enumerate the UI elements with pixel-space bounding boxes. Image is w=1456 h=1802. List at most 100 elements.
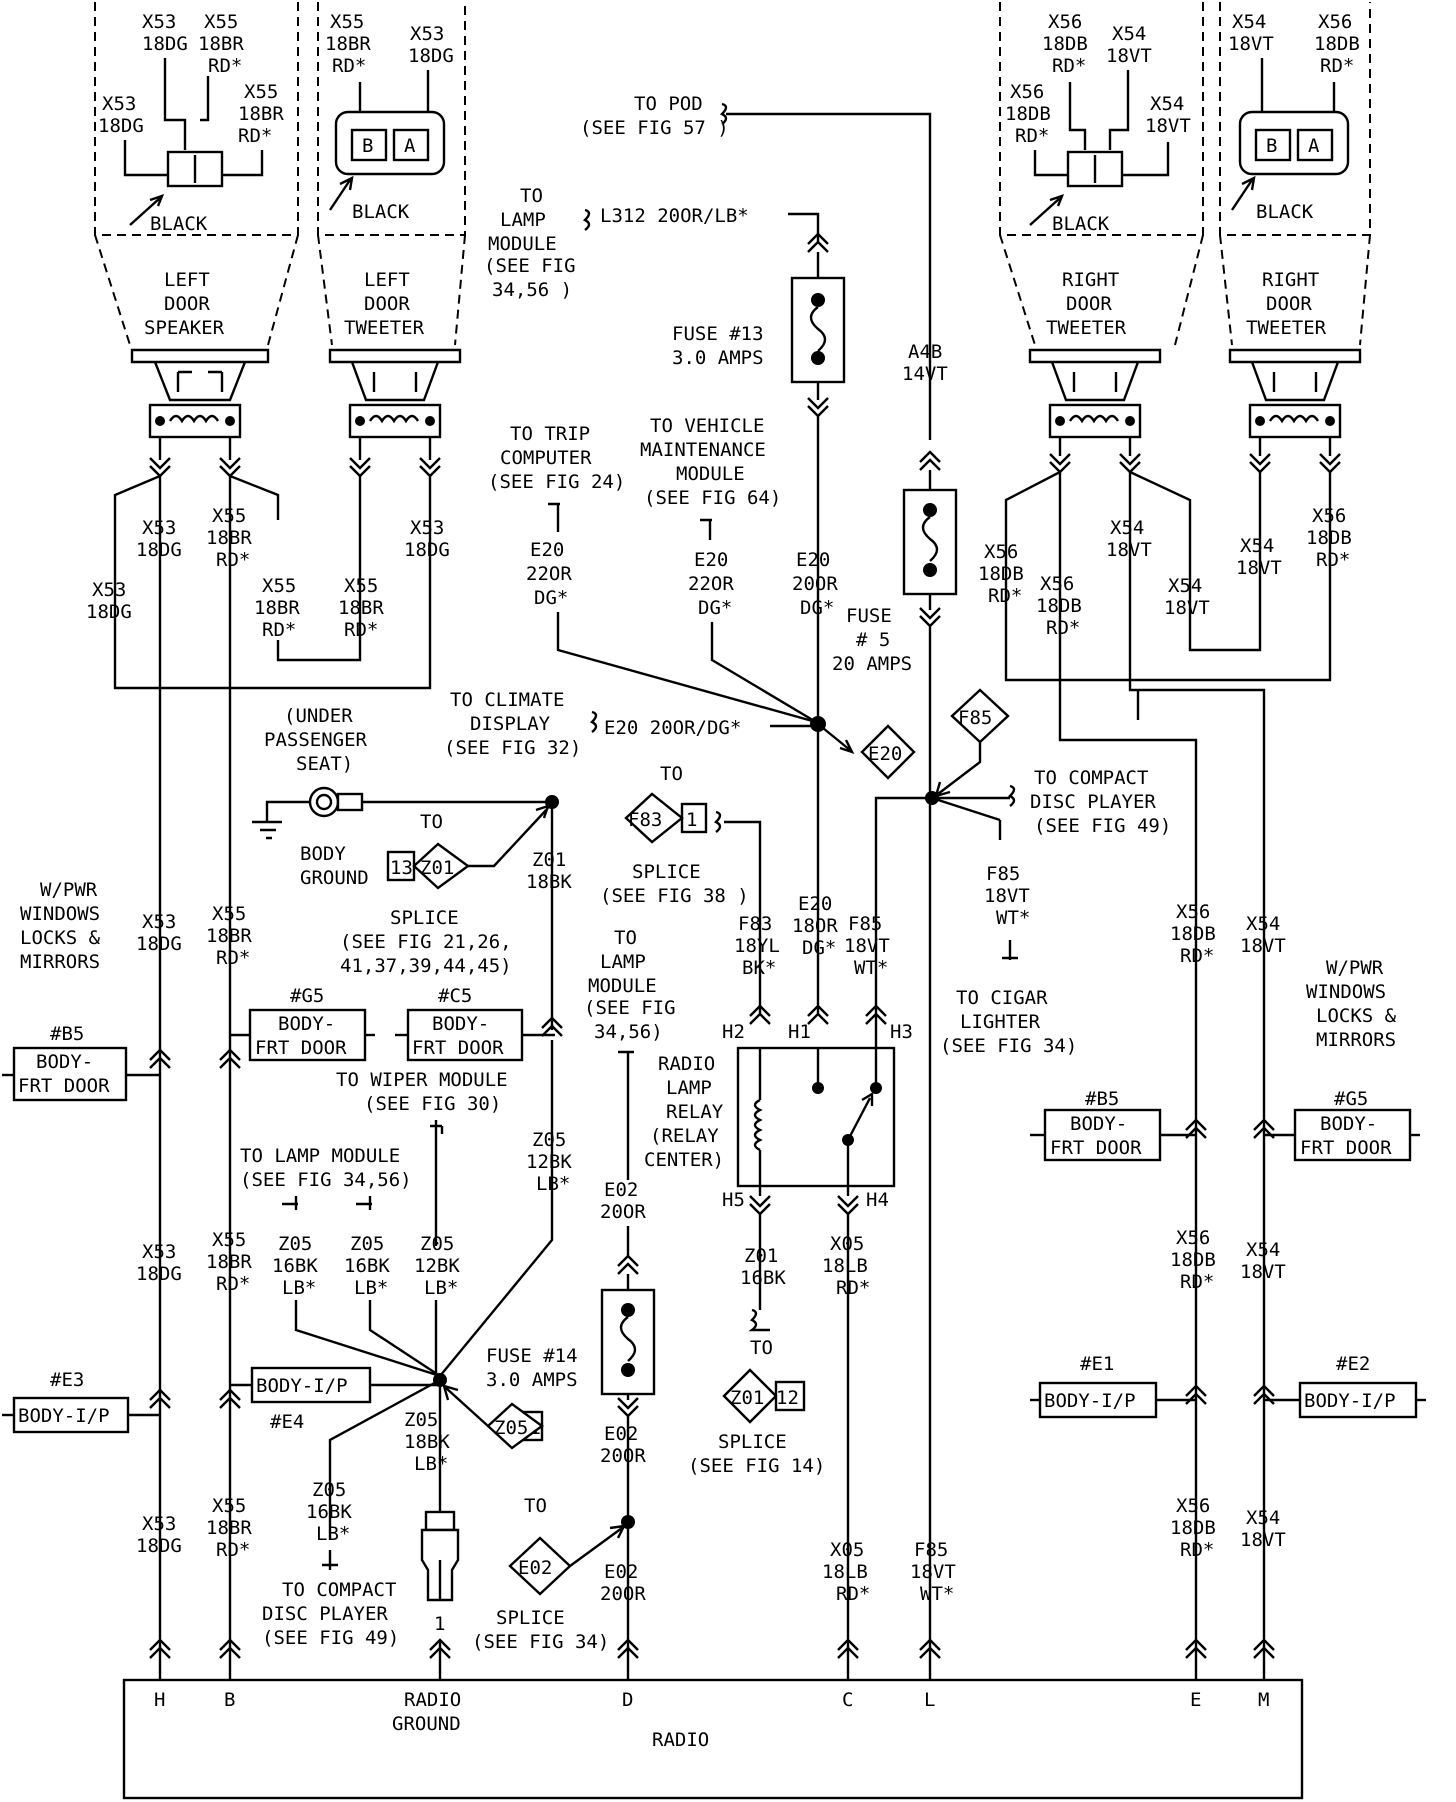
svg-text:X55: X55 bbox=[244, 81, 278, 103]
z01-z05-wire: Z01 18BK Z05 12BK LB* bbox=[439, 802, 572, 1377]
svg-text:TO WIPER MODULE: TO WIPER MODULE bbox=[336, 1069, 508, 1091]
svg-text:18DG: 18DG bbox=[408, 45, 454, 67]
svg-text:#B5: #B5 bbox=[1085, 1088, 1119, 1110]
svg-text:RD*: RD* bbox=[988, 585, 1022, 607]
svg-text:18VT: 18VT bbox=[1228, 33, 1274, 55]
svg-text:18DB: 18DB bbox=[1042, 33, 1088, 55]
svg-text:SEAT): SEAT) bbox=[296, 753, 353, 775]
svg-text:X53: X53 bbox=[142, 911, 176, 933]
svg-text:20OR: 20OR bbox=[792, 573, 838, 595]
svg-text:BLACK: BLACK bbox=[150, 213, 208, 235]
svg-text:X56: X56 bbox=[1312, 505, 1346, 527]
svg-text:DOOR: DOOR bbox=[1066, 293, 1112, 315]
svg-text:(SEE FIG 14): (SEE FIG 14) bbox=[688, 1455, 825, 1477]
svg-text:FRT DOOR: FRT DOOR bbox=[255, 1037, 347, 1059]
ground-b5-right: #B5 BODY- FRT DOOR bbox=[1030, 1088, 1195, 1162]
svg-text:MIRRORS: MIRRORS bbox=[1316, 1029, 1396, 1051]
svg-text:X05: X05 bbox=[830, 1233, 864, 1255]
svg-text:(SEE FIG 30): (SEE FIG 30) bbox=[364, 1093, 501, 1115]
svg-text:A: A bbox=[404, 135, 416, 157]
svg-text:X54: X54 bbox=[1246, 1239, 1280, 1261]
svg-text:18VT: 18VT bbox=[984, 885, 1030, 907]
ground-e2: #E2 BODY-I/P bbox=[1265, 1353, 1426, 1419]
left-speaker-connector-inset: X53 18DG X55 18BR RD* X53 18DG X55 18BR … bbox=[94, 2, 299, 346]
ground-g5-right: #G5 BODY- FRT DOOR bbox=[1265, 1088, 1420, 1162]
svg-text:DISPLAY: DISPLAY bbox=[470, 713, 551, 735]
svg-text:BLACK: BLACK bbox=[352, 201, 410, 223]
svg-text:18BR: 18BR bbox=[206, 1517, 252, 1539]
svg-text:E20: E20 bbox=[530, 539, 564, 561]
svg-text:LOCKS &: LOCKS & bbox=[20, 927, 101, 949]
svg-text:MODULE: MODULE bbox=[676, 463, 745, 485]
svg-text:WT*: WT* bbox=[854, 957, 888, 979]
svg-text:Z01: Z01 bbox=[730, 1387, 764, 1409]
svg-text:LEFT: LEFT bbox=[364, 269, 410, 291]
pod-ref: TO POD (SEE FIG 57 ) A4B 14VT bbox=[580, 93, 948, 440]
svg-text:16BK: 16BK bbox=[344, 1255, 390, 1277]
svg-text:H5: H5 bbox=[722, 1189, 745, 1211]
svg-text:X54: X54 bbox=[1150, 93, 1184, 115]
svg-text:RD*: RD* bbox=[1015, 125, 1049, 147]
svg-text:RD*: RD* bbox=[836, 1277, 870, 1299]
svg-text:H2: H2 bbox=[722, 1021, 745, 1043]
svg-text:18VT: 18VT bbox=[1106, 45, 1152, 67]
svg-text:RELAY: RELAY bbox=[666, 1101, 724, 1123]
svg-text:LB*: LB* bbox=[424, 1277, 458, 1299]
svg-text:(SEE FIG 24): (SEE FIG 24) bbox=[488, 471, 625, 493]
svg-text:12BK: 12BK bbox=[414, 1255, 460, 1277]
trip-computer-ref: TO TRIP COMPUTER (SEE FIG 24) E20 22OR D… bbox=[488, 423, 817, 724]
svg-text:18VT: 18VT bbox=[1106, 539, 1152, 561]
svg-text:A4B: A4B bbox=[908, 341, 942, 363]
svg-text:RD*: RD* bbox=[1316, 549, 1350, 571]
svg-text:41,37,39,44,45): 41,37,39,44,45) bbox=[340, 955, 512, 977]
svg-text:TO COMPACT: TO COMPACT bbox=[1034, 767, 1148, 789]
left-speaker-wiring: X53 18DG X55 18BR RD* X53 18DG X55 18BR … bbox=[86, 437, 450, 1660]
svg-text:RD*: RD* bbox=[836, 1583, 870, 1605]
svg-text:DOOR: DOOR bbox=[364, 293, 410, 315]
lamp-module-mid-ref: TO LAMP MODULE (SEE FIG 34,56) E02 20OR bbox=[584, 927, 676, 1223]
right-wire-labels-lower: X56 18DB RD* X54 18VT X56 18DB RD* X54 1… bbox=[1170, 901, 1286, 1561]
svg-text:18DG: 18DG bbox=[142, 33, 188, 55]
svg-text:X56: X56 bbox=[1048, 11, 1082, 33]
svg-text:RD*: RD* bbox=[238, 125, 272, 147]
svg-text:18DB: 18DB bbox=[978, 563, 1024, 585]
svg-text:18DB: 18DB bbox=[1036, 595, 1082, 617]
ground-e1: #E1 BODY-I/P bbox=[1030, 1353, 1195, 1419]
svg-text:18DG: 18DG bbox=[136, 539, 182, 561]
svg-text:(UNDER: (UNDER bbox=[284, 705, 353, 727]
svg-text:E02: E02 bbox=[604, 1423, 638, 1445]
svg-text:#G5: #G5 bbox=[290, 985, 324, 1007]
svg-text:X53: X53 bbox=[92, 579, 126, 601]
svg-text:22OR: 22OR bbox=[688, 573, 734, 595]
svg-text:F83: F83 bbox=[738, 913, 772, 935]
svg-text:E20: E20 bbox=[868, 743, 902, 765]
svg-text:WINDOWS: WINDOWS bbox=[20, 903, 100, 925]
svg-text:14VT: 14VT bbox=[902, 363, 948, 385]
svg-text:X55: X55 bbox=[204, 11, 238, 33]
svg-text:18DG: 18DG bbox=[136, 933, 182, 955]
radio-lamp-relay: H2 H1 H3 RADIO LAMP RELAY (RELAY CENTER)… bbox=[644, 880, 913, 1216]
svg-text:RD*: RD* bbox=[1180, 1539, 1214, 1561]
svg-text:GROUND: GROUND bbox=[392, 1713, 461, 1735]
svg-text:COMPUTER: COMPUTER bbox=[500, 447, 592, 469]
splice-z01-top: TO 13 Z01 SPLICE (SEE FIG 21,26, 41,37,3… bbox=[340, 804, 550, 977]
svg-text:FRT DOOR: FRT DOOR bbox=[412, 1037, 504, 1059]
svg-text:20OR: 20OR bbox=[600, 1583, 646, 1605]
svg-text:LB*: LB* bbox=[282, 1277, 316, 1299]
svg-text:MODULE: MODULE bbox=[488, 233, 557, 255]
fuse-13: FUSE #13 3.0 AMPS bbox=[672, 232, 846, 720]
svg-text:LAMP: LAMP bbox=[500, 209, 546, 231]
svg-text:18BR: 18BR bbox=[206, 925, 252, 947]
fuse-14: FUSE #14 3.0 AMPS E02 20OR E02 20OR bbox=[486, 1226, 656, 1660]
svg-text:X56: X56 bbox=[1318, 11, 1352, 33]
svg-text:DISC PLAYER: DISC PLAYER bbox=[1030, 791, 1156, 813]
svg-text:X55: X55 bbox=[212, 1495, 246, 1517]
svg-text:B: B bbox=[224, 1689, 235, 1711]
svg-text:X55: X55 bbox=[212, 903, 246, 925]
svg-text:TWEETER: TWEETER bbox=[344, 317, 425, 339]
svg-text:18DG: 18DG bbox=[136, 1535, 182, 1557]
splice-e20-node: E20 bbox=[810, 716, 916, 880]
svg-text:18LB: 18LB bbox=[822, 1561, 868, 1583]
svg-text:Z01: Z01 bbox=[420, 857, 454, 879]
